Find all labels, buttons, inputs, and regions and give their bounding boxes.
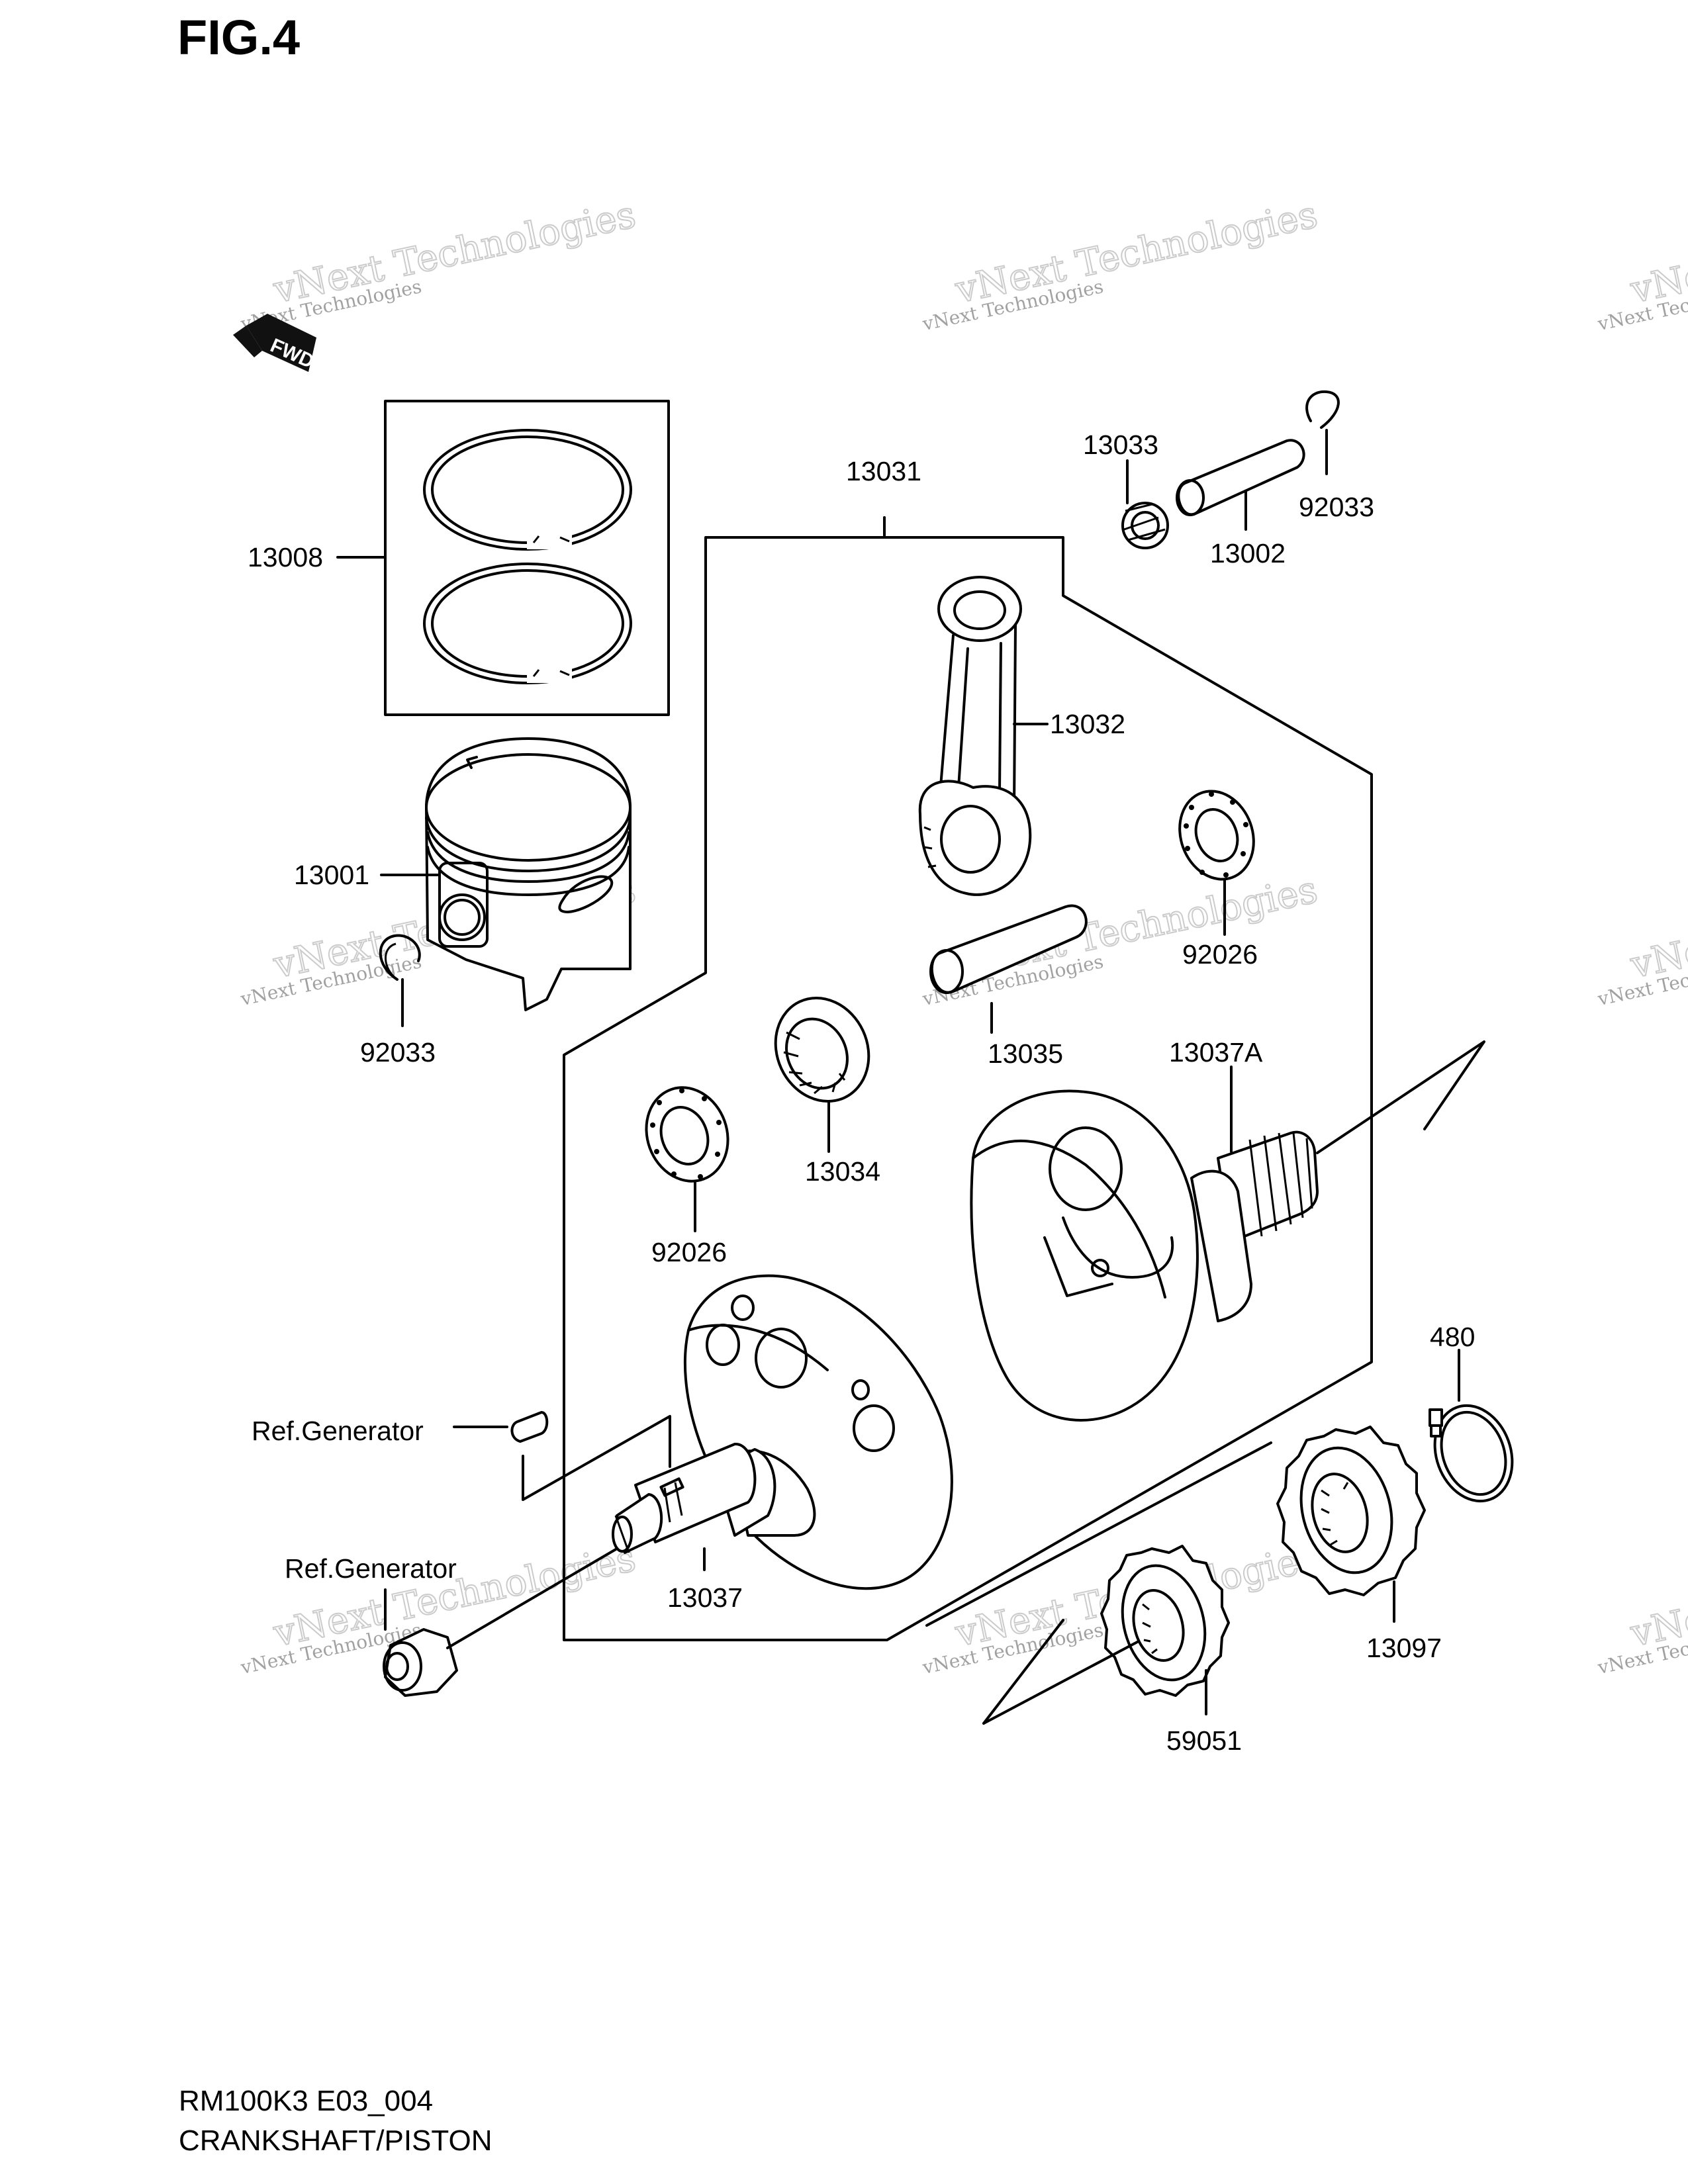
callouts: 13008 13001 92033 13031 13033 13002 9203… [248, 430, 1475, 1756]
figure-title: FIG.4 [177, 10, 301, 65]
callout-13033: 13033 [1083, 430, 1158, 460]
gear-13097 [1276, 1426, 1426, 1596]
crankshaft-nut [383, 1628, 458, 1697]
callout-13097: 13097 [1366, 1633, 1442, 1663]
assembly-line [925, 1441, 1272, 1627]
watermark: vNext Technologies vNext Technologies [920, 193, 1322, 335]
piston-rings-13008 [384, 400, 670, 716]
callout-59051: 59051 [1166, 1725, 1242, 1756]
callout-13008: 13008 [248, 542, 323, 572]
callout-480: 480 [1430, 1322, 1475, 1352]
callout-13002: 13002 [1210, 538, 1286, 569]
woodruff-key [510, 1411, 549, 1443]
callout-13032: 13032 [1050, 709, 1125, 739]
svg-text:vNext Technologies: vNext Technologies [1626, 1537, 1688, 1655]
piston-13001 [425, 737, 632, 1011]
callout-13037A: 13037A [1169, 1037, 1263, 1068]
watermark: vNext Technologies vNext Technologies [1595, 193, 1688, 335]
circlip-right [1305, 390, 1340, 429]
model-code: RM100K3 E03_004 [179, 2085, 434, 2117]
assembly-arrow-right [1316, 1040, 1485, 1154]
callout-ref-generator-nut: Ref.Generator [285, 1553, 457, 1584]
callout-13035: 13035 [988, 1038, 1063, 1069]
callout-13001: 13001 [294, 860, 369, 890]
callout-13034: 13034 [805, 1156, 880, 1187]
gear-59051 [1100, 1545, 1230, 1697]
callout-13031: 13031 [846, 456, 921, 486]
needle-bearing-13034 [774, 997, 870, 1103]
callout-92026-left: 92026 [651, 1237, 727, 1267]
crankshaft-assembly-outline [563, 516, 1373, 1641]
svg-text:vNext Technologies: vNext Technologies [1626, 868, 1688, 987]
piston-pin-13002 [1176, 439, 1305, 516]
crankshaft-right-13037A [970, 1089, 1319, 1422]
section-title: CRANKSHAFT/PISTON [179, 2124, 492, 2157]
assembly-bracket [522, 1415, 671, 1501]
callout-ref-generator-key: Ref.Generator [252, 1416, 424, 1446]
assembly-line [446, 1547, 618, 1649]
watermark: vNext Technologies vNext Technologies [1595, 1536, 1688, 1678]
needle-bearing-13033 [1121, 502, 1169, 549]
circlip-left [379, 934, 421, 981]
svg-text:vNext Technologies: vNext Technologies [269, 193, 639, 312]
thrust-washer-left-92026 [645, 1086, 729, 1183]
connecting-rod-13032 [918, 576, 1032, 896]
svg-text:vNext Technologies: vNext Technologies [951, 193, 1321, 312]
assembly-line [982, 1619, 1064, 1725]
callout-92033-right: 92033 [1299, 492, 1374, 522]
circlip-480 [1429, 1404, 1514, 1503]
svg-text:vNext Technologies: vNext Technologies [1626, 193, 1688, 312]
callout-92033-left: 92033 [360, 1037, 436, 1068]
assembly-line [982, 1640, 1140, 1725]
crank-pin-13035 [929, 904, 1088, 994]
crankshaft-left-13037 [612, 1274, 953, 1590]
thrust-washer-right-92026 [1178, 790, 1255, 881]
watermark: vNext Technologies vNext Technologies [238, 193, 640, 335]
callout-92026-right: 92026 [1182, 939, 1258, 970]
watermark: vNext Technologies vNext Technologies [1595, 868, 1688, 1010]
callout-13037: 13037 [667, 1582, 743, 1613]
